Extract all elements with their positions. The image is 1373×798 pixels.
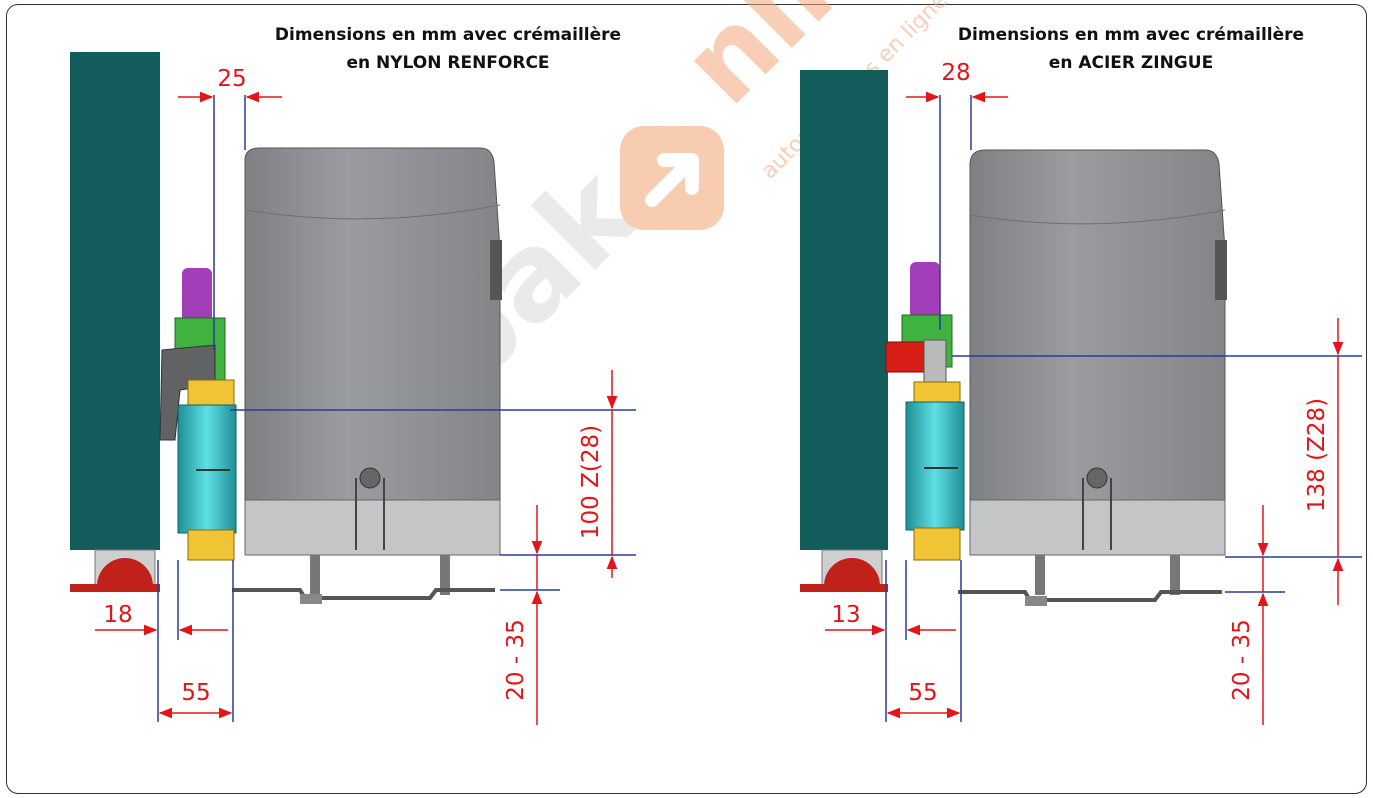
right-title-line1: Dimensions en mm avec crémaillère — [958, 25, 1304, 45]
dim-gate-gap: 13 — [831, 602, 860, 628]
gate-wheel — [824, 558, 880, 586]
dim-top-offset: 28 — [941, 60, 970, 86]
mounting-bolt — [310, 555, 320, 595]
mounting-bolt — [1170, 555, 1180, 595]
motor-side-latch — [1215, 240, 1227, 300]
motor-body — [969, 149, 1226, 556]
dim-pinion-offset: 55 — [908, 680, 937, 706]
motor-body — [244, 147, 501, 556]
dim-gate-gap: 18 — [103, 602, 132, 628]
rack-clamp — [159, 344, 216, 441]
right-title-line2: en ACIER ZINGUE — [1049, 53, 1213, 73]
motor-base-cover — [244, 499, 501, 556]
drawing-frame — [6, 4, 1367, 794]
gate-rail — [800, 584, 888, 592]
mounting-plate — [232, 588, 495, 600]
gate-panel — [70, 52, 160, 550]
right-drawing: Dimensions en mm avec crémaillère en ACI… — [800, 25, 1362, 725]
mounting-bolt — [440, 555, 450, 595]
left-title-line1: Dimensions en mm avec crémaillère — [275, 25, 621, 45]
gate-wheel — [97, 558, 153, 586]
dim-base-height: 20 - 35 — [1229, 619, 1255, 700]
left-drawing: Dimensions en mm avec crémaillère en NYL… — [70, 25, 636, 725]
dim-top-offset: 25 — [217, 66, 246, 92]
dim-pinion-offset: 55 — [181, 680, 210, 706]
left-title-line2: en NYLON RENFORCE — [346, 53, 549, 73]
dim-rack-height: 100 Z(28) — [578, 425, 604, 539]
gate-panel — [800, 70, 888, 550]
pinion-gear — [913, 527, 961, 561]
pinion-gear — [187, 529, 235, 561]
rack-stopper — [885, 341, 929, 373]
motor-side-latch — [490, 240, 502, 300]
motor-lock-icon — [359, 467, 381, 489]
mounting-bolt — [1035, 555, 1045, 595]
drive-pinion — [905, 401, 965, 531]
motor-base-cover — [969, 499, 1226, 556]
dim-base-height: 20 - 35 — [503, 619, 529, 700]
gate-rail — [70, 584, 160, 592]
motor-lock-icon — [1086, 467, 1108, 489]
dim-rack-height: 138 (Z28) — [1304, 398, 1330, 512]
mounting-plate — [958, 590, 1222, 602]
arrow-up-right-icon — [620, 126, 724, 230]
